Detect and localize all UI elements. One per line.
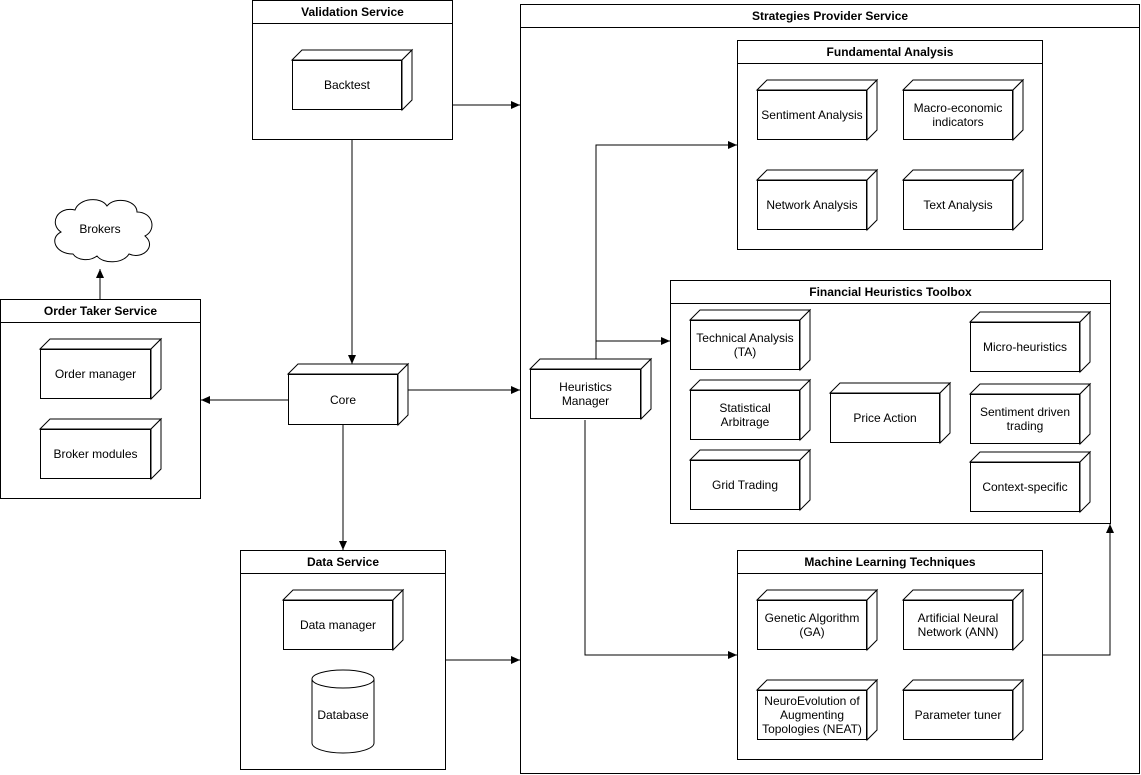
financial-toolbox-title: Financial Heuristics Toolbox xyxy=(671,281,1110,304)
ann-node[interactable]: Artificial Neural Network (ANN) xyxy=(903,590,1023,650)
grid-trading-node[interactable]: Grid Trading xyxy=(690,450,810,510)
core-label: Core xyxy=(288,374,398,425)
database-cylinder-icon xyxy=(311,669,375,754)
ann-label: Artificial Neural Network (ANN) xyxy=(903,600,1013,650)
micro-heuristics-node[interactable]: Micro-heuristics xyxy=(970,312,1090,372)
genetic-algorithm-label: Genetic Algorithm (GA) xyxy=(757,600,867,650)
statistical-arbitrage-label: Statistical Arbitrage xyxy=(690,390,800,440)
validation-service: Validation Service xyxy=(252,0,453,140)
backtest-node[interactable]: Backtest xyxy=(292,50,412,110)
brokers-cloud-icon xyxy=(54,199,153,263)
context-specific-node[interactable]: Context-specific xyxy=(970,452,1090,512)
macro-economic-label: Macro-economic indicators xyxy=(903,90,1013,140)
macro-economic-node[interactable]: Macro-economic indicators xyxy=(903,80,1023,140)
context-specific-label: Context-specific xyxy=(970,462,1080,512)
strategies-provider-title: Strategies Provider Service xyxy=(521,5,1139,28)
micro-heuristics-label: Micro-heuristics xyxy=(970,322,1080,372)
heuristics-manager-node[interactable]: Heuristics Manager xyxy=(530,359,651,419)
neat-node[interactable]: NeuroEvolution of Augmenting Topologies … xyxy=(757,680,877,740)
technical-analysis-node[interactable]: Technical Analysis (TA) xyxy=(690,310,810,370)
network-analysis-label: Network Analysis xyxy=(757,180,867,230)
neat-label: NeuroEvolution of Augmenting Topologies … xyxy=(757,690,867,740)
sentiment-trading-label: Sentiment driven trading xyxy=(970,394,1080,444)
price-action-node[interactable]: Price Action xyxy=(830,383,950,443)
data-manager-label: Data manager xyxy=(283,600,393,650)
sentiment-trading-node[interactable]: Sentiment driven trading xyxy=(970,384,1090,444)
order-taker-title: Order Taker Service xyxy=(1,300,200,323)
data-manager-node[interactable]: Data manager xyxy=(283,590,403,650)
fundamental-analysis-title: Fundamental Analysis xyxy=(738,41,1042,64)
parameter-tuner-label: Parameter tuner xyxy=(903,690,1013,740)
parameter-tuner-node[interactable]: Parameter tuner xyxy=(903,680,1023,740)
broker-modules-label: Broker modules xyxy=(40,429,151,479)
broker-modules-node[interactable]: Broker modules xyxy=(40,419,161,479)
grid-trading-label: Grid Trading xyxy=(690,460,800,510)
order-manager-node[interactable]: Order manager xyxy=(40,339,161,399)
sentiment-analysis-node[interactable]: Sentiment Analysis xyxy=(757,80,877,140)
sentiment-analysis-label: Sentiment Analysis xyxy=(757,90,867,140)
machine-learning-title: Machine Learning Techniques xyxy=(738,551,1042,574)
text-analysis-node[interactable]: Text Analysis xyxy=(903,170,1023,230)
brokers-label: Brokers xyxy=(79,222,121,236)
statistical-arbitrage-node[interactable]: Statistical Arbitrage xyxy=(690,380,810,440)
heuristics-manager-label: Heuristics Manager xyxy=(530,369,641,419)
backtest-label: Backtest xyxy=(292,60,402,110)
database-label: Database xyxy=(317,708,369,722)
validation-service-title: Validation Service xyxy=(253,1,452,24)
genetic-algorithm-node[interactable]: Genetic Algorithm (GA) xyxy=(757,590,877,650)
technical-analysis-label: Technical Analysis (TA) xyxy=(690,320,800,370)
network-analysis-node[interactable]: Network Analysis xyxy=(757,170,877,230)
price-action-label: Price Action xyxy=(830,393,940,443)
data-service-title: Data Service xyxy=(241,551,445,574)
text-analysis-label: Text Analysis xyxy=(903,180,1013,230)
core-node[interactable]: Core xyxy=(288,364,408,425)
order-manager-label: Order manager xyxy=(40,349,151,399)
